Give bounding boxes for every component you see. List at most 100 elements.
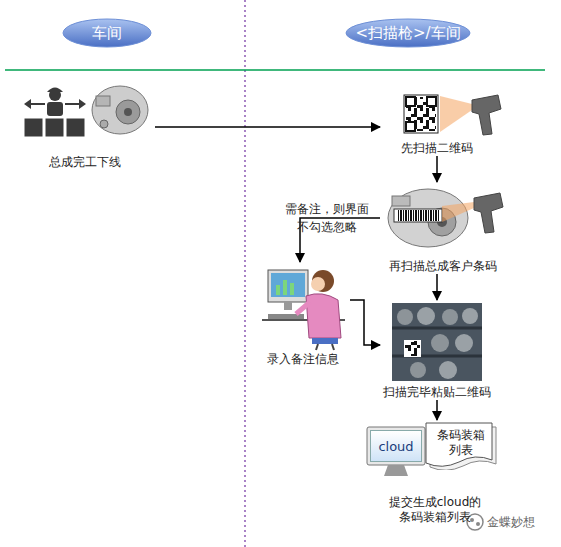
scanner-beam — [442, 202, 474, 222]
operator-illustration — [311, 277, 325, 291]
step-label: 提交生成cloud的 条码装箱列表 — [373, 495, 497, 525]
node-label: cloud — [378, 439, 413, 454]
output-step: 提交生成cloud的 条码装箱列表 cloud 条码装箱列表 — [365, 420, 505, 525]
operator-illustration — [268, 270, 308, 302]
flow-arrow — [436, 274, 438, 300]
step-label: 扫描完毕粘贴二维码 — [381, 385, 493, 400]
operator-illustration — [312, 338, 338, 344]
packed-photo — [462, 308, 478, 324]
packed-photo — [417, 307, 435, 325]
transmission-illustration — [388, 189, 468, 247]
operator-illustration — [316, 344, 318, 350]
worker-icon — [65, 103, 80, 105]
packed-photo — [410, 362, 426, 378]
scanner-beam — [442, 202, 474, 222]
step-label: 先扫描二维码 — [382, 141, 492, 156]
operator-illustration — [306, 294, 341, 338]
qr-code — [406, 97, 415, 106]
worker-icon — [66, 118, 85, 137]
operator-illustration — [284, 302, 292, 310]
monitor-frame — [367, 427, 425, 465]
transmission-illustration — [124, 108, 132, 116]
lane-header: <扫描枪>/车间 — [345, 18, 471, 48]
worker-icon — [47, 102, 63, 116]
packed-photo — [392, 327, 482, 330]
worker-icon — [45, 118, 64, 137]
scanner-beam — [440, 96, 472, 132]
scanner-gun — [472, 95, 501, 135]
node-label: <扫描枪>/车间 — [355, 26, 460, 41]
flow-arrow — [155, 126, 380, 128]
operator-illustration — [332, 344, 334, 350]
process-step: 扫描完毕粘贴二维码 — [380, 300, 494, 400]
lane-header: 车间 — [62, 18, 152, 48]
ellipse-outline — [63, 19, 151, 47]
packed-photo — [442, 309, 458, 325]
header-rule — [5, 69, 545, 71]
transmission-illustration — [100, 120, 108, 128]
worker-icon — [24, 88, 86, 138]
watermark-logo — [476, 522, 480, 526]
document-outline — [426, 423, 492, 466]
monitor-screen: cloud — [370, 430, 422, 462]
worker-icon — [24, 118, 43, 137]
transmission-illustration — [92, 86, 148, 134]
transmission-illustration — [388, 189, 468, 247]
ellipse-outline — [346, 19, 470, 47]
scanner-gun — [474, 193, 503, 233]
watermark: 金蝶妙想 — [487, 514, 535, 531]
qr-code — [406, 97, 436, 131]
transmission-illustration — [96, 96, 110, 106]
packed-photo — [431, 334, 449, 352]
transmission-illustration — [392, 196, 410, 206]
step-label: 再扫描总成客户条码 — [383, 259, 503, 274]
edge-label: 需备注，则界面 不勾选忽略 — [277, 200, 377, 236]
monitor-frame — [384, 465, 408, 476]
scanner-beam — [440, 96, 472, 132]
qr-code — [406, 122, 415, 131]
packed-photo — [397, 309, 413, 325]
packed-photo — [392, 303, 482, 381]
operator-illustration — [276, 285, 280, 295]
process-step: 再扫描总成客户条码 — [380, 182, 505, 274]
operator-illustration — [283, 280, 287, 295]
process-step: 先扫描二维码 — [380, 92, 494, 156]
flow-arrow — [436, 400, 438, 420]
qr-code — [404, 95, 438, 133]
flow-arrow — [436, 156, 438, 182]
qr-code — [427, 97, 436, 106]
transmission-illustration — [116, 100, 140, 124]
worker-icon — [79, 99, 86, 109]
packed-photo — [404, 340, 421, 357]
operator-illustration — [290, 283, 294, 295]
flow-arrow — [350, 300, 380, 345]
barcode-label — [397, 210, 439, 221]
worker-icon — [47, 88, 63, 93]
packed-photo — [405, 341, 420, 356]
node-label: 条码装箱列表 — [435, 428, 487, 458]
worker-icon — [30, 103, 45, 105]
barcode-label — [394, 209, 442, 222]
packed-photo — [439, 361, 457, 379]
operator-illustration — [271, 273, 305, 297]
worker-icon — [24, 99, 31, 109]
qr-code — [404, 95, 438, 133]
scanner-gun — [472, 95, 501, 135]
packed-photo — [455, 334, 473, 352]
lane-divider — [244, 0, 245, 547]
operator-illustration — [296, 302, 310, 314]
step-label: 总成完工下线 — [20, 155, 150, 170]
operator-illustration — [262, 270, 345, 350]
operator-illustration — [312, 270, 334, 292]
step-label: 录入备注信息 — [258, 352, 348, 367]
transmission-illustration — [92, 86, 148, 134]
process-step: 总成完工下线 — [15, 82, 155, 170]
barcode-label — [394, 209, 442, 222]
scanner-gun — [474, 193, 503, 233]
monitor-frame — [367, 427, 425, 476]
document-shape: 条码装箱列表 — [425, 422, 497, 470]
node-label: 车间 — [92, 26, 122, 41]
